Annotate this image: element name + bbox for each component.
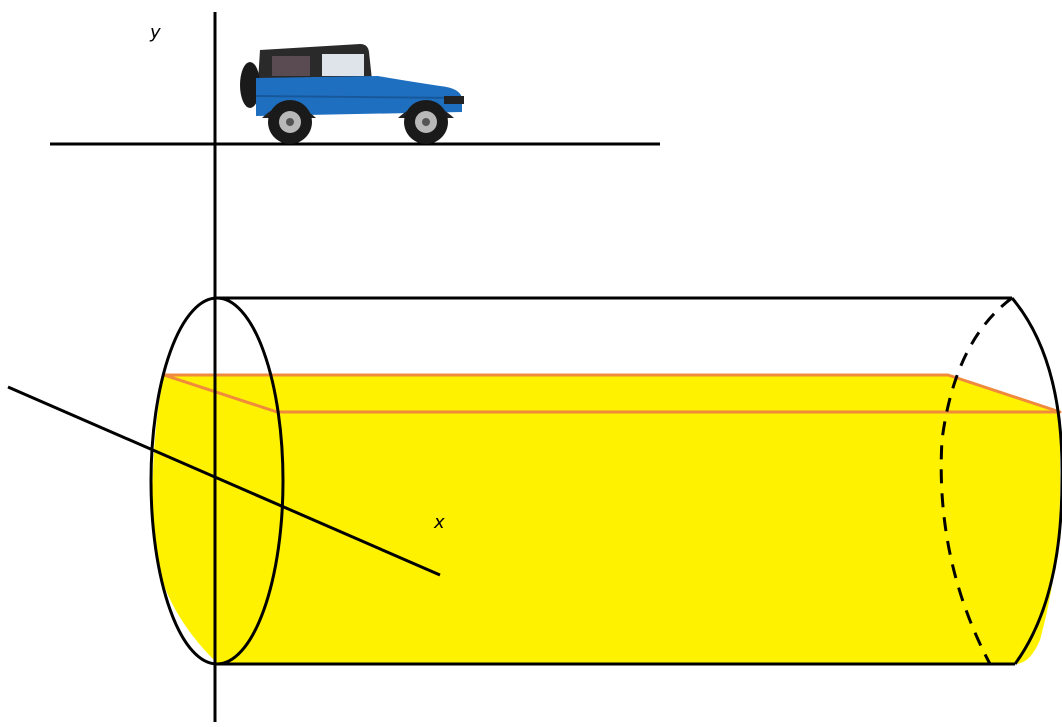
liquid-surface [162, 373, 1062, 414]
jeep-icon [240, 44, 464, 144]
cylinder-far-end-visible [1010, 297, 1062, 665]
liquid-fill [152, 375, 1061, 664]
cylinder-far-end-hidden [939, 296, 1013, 665]
x-axis-label: x [433, 512, 445, 533]
y-axis-label: y [149, 22, 161, 43]
x-axis-line [7, 385, 441, 577]
